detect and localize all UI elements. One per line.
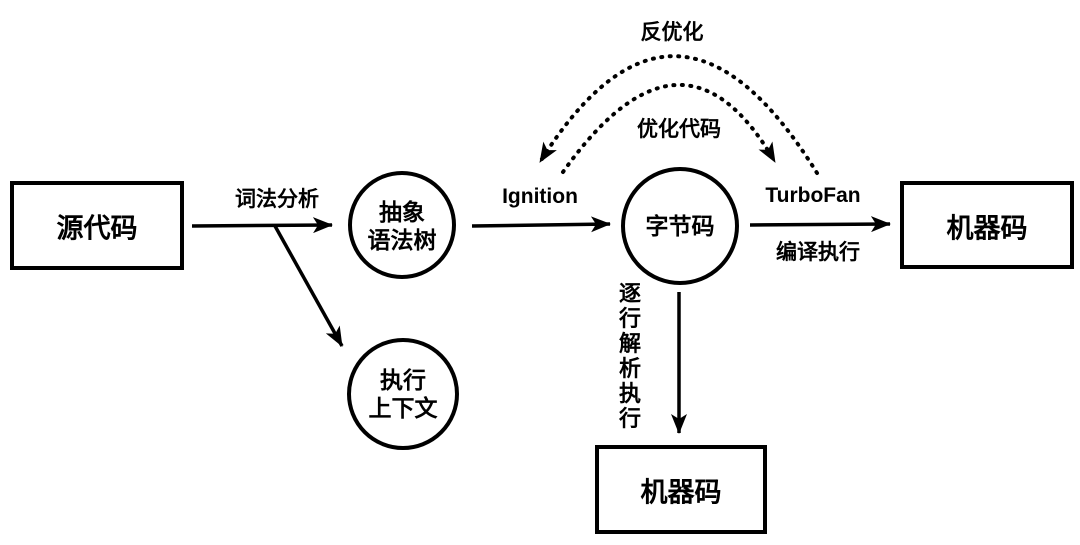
ast-label-line1: 抽象 — [379, 198, 425, 225]
execution-context-label-line1: 执行 — [380, 366, 426, 393]
source-code-label: 源代码 — [56, 213, 138, 244]
interpret-label: 逐行解析执行 — [618, 281, 641, 431]
arrow-ignition-ast-to-bytecode — [471, 216, 611, 233]
machine-code-box-right — [900, 181, 1074, 269]
machine-code-right-label: 机器码 — [946, 213, 1028, 244]
arc-deoptimize — [538, 54, 819, 175]
arrow-source-to-execution-context — [273, 225, 344, 347]
source-code-box — [10, 181, 184, 270]
ignition-label: Ignition — [502, 185, 578, 208]
arc-optimize-code — [561, 82, 777, 174]
machine-code-bottom-label: 机器码 — [640, 477, 722, 508]
bytecode-label: 字节码 — [645, 212, 715, 239]
arrow-source-to-ast — [191, 217, 333, 234]
arrow-turbofan-bytecode-to-machine-code — [749, 216, 891, 233]
execution-context-label-line2: 上下文 — [368, 395, 438, 421]
turbofan-label: TurboFan — [765, 184, 861, 207]
bytecode-circle — [621, 167, 739, 285]
optimize-code-label: 优化代码 — [637, 118, 721, 141]
ast-label: 抽象 语法树 — [368, 198, 437, 254]
compile-execute-label: 编译执行 — [776, 241, 860, 264]
execution-context-label: 执行 上下文 — [369, 366, 438, 422]
deoptimize-label: 反优化 — [640, 21, 704, 44]
lexical-analysis-label: 词法分析 — [235, 188, 319, 211]
machine-code-box-bottom — [595, 445, 767, 534]
ast-label-line2: 语法树 — [367, 227, 437, 253]
ast-circle — [348, 171, 456, 279]
execution-context-circle — [347, 338, 459, 450]
